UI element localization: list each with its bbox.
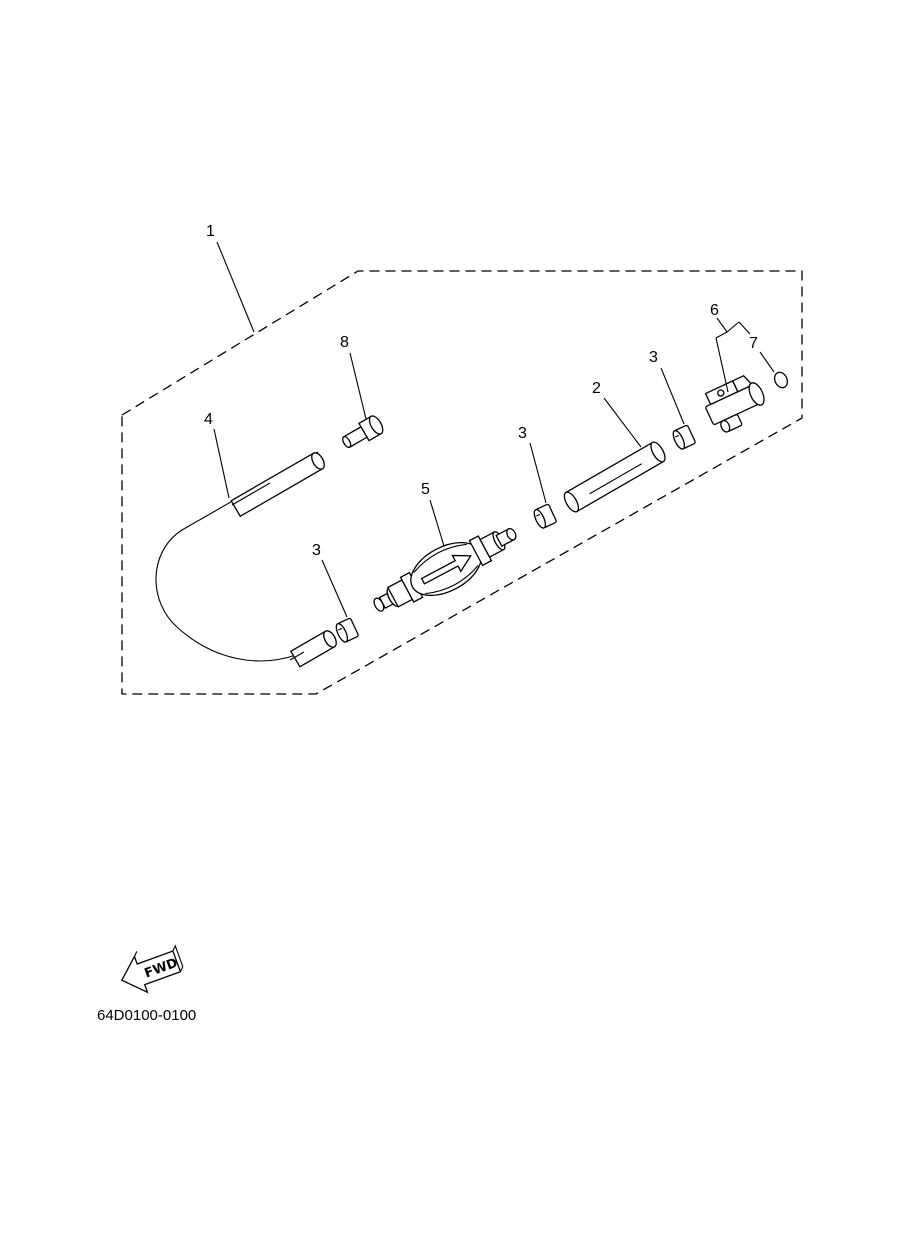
- callout-3-left: 3: [312, 542, 321, 559]
- callout-8: 8: [340, 334, 349, 351]
- diagram-code: 64D0100-0100: [97, 1007, 196, 1024]
- o-ring-part-7: [773, 371, 789, 389]
- callout-4: 4: [204, 411, 213, 428]
- clip-part-3-middle: [533, 503, 557, 529]
- callout-7: 7: [749, 335, 758, 352]
- fuel-hose-part-4: [155, 451, 337, 668]
- fuel-connector-part-6: [704, 374, 765, 433]
- assembly-boundary: [121, 270, 803, 695]
- clip-part-3-right: [672, 424, 696, 450]
- clip-part-3-left: [335, 617, 359, 643]
- leader-lines: [213, 241, 775, 618]
- callout-6: 6: [710, 302, 719, 319]
- connector-part-8: [342, 415, 384, 449]
- callout-3-right: 3: [649, 349, 658, 366]
- primer-bulb-part-5: [373, 527, 517, 612]
- callout-3-middle: 3: [518, 425, 527, 442]
- fuel-hose-part-2: [563, 441, 666, 513]
- callout-2: 2: [592, 380, 601, 397]
- fwd-arrow-icon: FWD: [120, 944, 184, 994]
- callout-1: 1: [206, 223, 215, 240]
- callout-5: 5: [421, 481, 430, 498]
